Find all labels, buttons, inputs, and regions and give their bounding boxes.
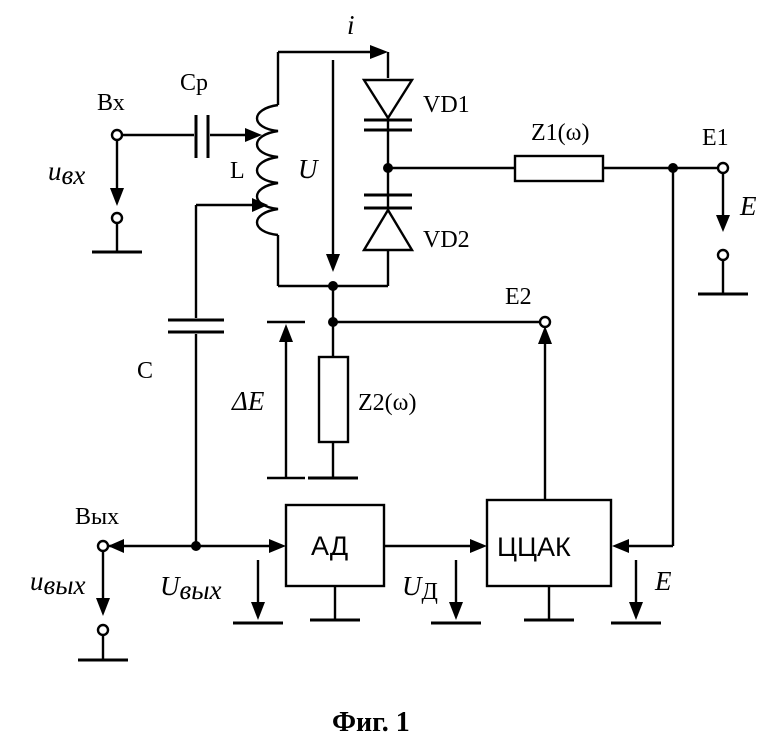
label-diode1: VD1 <box>423 92 470 118</box>
label-terminal-e2: E2 <box>505 284 532 310</box>
label-impedance1: Z1(ω) <box>531 120 589 146</box>
label-coupling-cap: Cp <box>180 70 208 96</box>
capacitor-c <box>168 320 224 332</box>
label-output-voltage: uвых <box>30 566 86 600</box>
label-u-out: Uвых <box>160 571 222 605</box>
label-converter: ЦЦАК <box>497 532 571 562</box>
label-detector: АД <box>311 531 348 561</box>
label-inductor: L <box>230 158 245 184</box>
impedance-z2 <box>319 357 348 442</box>
input-terminal[interactable] <box>112 130 122 140</box>
input-ground-terminal <box>112 213 122 223</box>
terminal-e2[interactable] <box>540 317 550 327</box>
output-terminal[interactable] <box>98 541 108 551</box>
label-voltage-u: U <box>298 154 319 184</box>
label-input-terminal: Вх <box>97 90 125 116</box>
label-input-voltage: uвх <box>48 156 85 190</box>
diode-vd1 <box>364 80 412 120</box>
label-current: i <box>347 10 355 40</box>
diode-vd2 <box>364 208 412 250</box>
label-u-d: UД <box>402 571 438 605</box>
inductor-l <box>257 52 278 286</box>
label-diode2: VD2 <box>423 227 470 253</box>
label-capacitor-c: C <box>137 358 153 384</box>
figure-caption: Фиг. 1 <box>332 707 410 738</box>
coupling-capacitor <box>196 115 208 158</box>
label-delta-e: ΔE <box>231 386 265 416</box>
impedance-z1 <box>515 156 603 181</box>
label-impedance2: Z2(ω) <box>358 390 416 416</box>
label-source-e-right: E <box>739 191 757 221</box>
label-e-bottom: E <box>654 566 672 596</box>
label-terminal-e1: E1 <box>702 125 729 151</box>
label-output-terminal: Вых <box>75 504 119 530</box>
terminal-e1[interactable] <box>718 163 728 173</box>
